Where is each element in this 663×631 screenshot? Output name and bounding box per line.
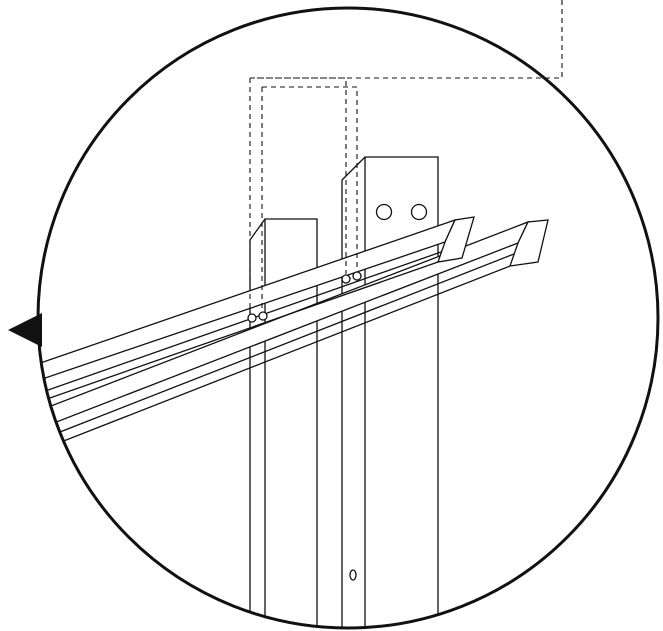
alignment-guides bbox=[249, 77, 358, 313]
post-screw-hole bbox=[375, 203, 393, 221]
detail-view bbox=[38, 77, 549, 628]
post-screw-hole bbox=[410, 203, 428, 221]
right-post bbox=[341, 156, 439, 628]
rail-hole-pair-right bbox=[341, 271, 362, 284]
front-rail bbox=[38, 216, 475, 413]
post-lower-hole bbox=[349, 569, 357, 581]
pointer-arrow-icon bbox=[8, 313, 42, 347]
rail-hole-pair-left bbox=[247, 311, 268, 323]
